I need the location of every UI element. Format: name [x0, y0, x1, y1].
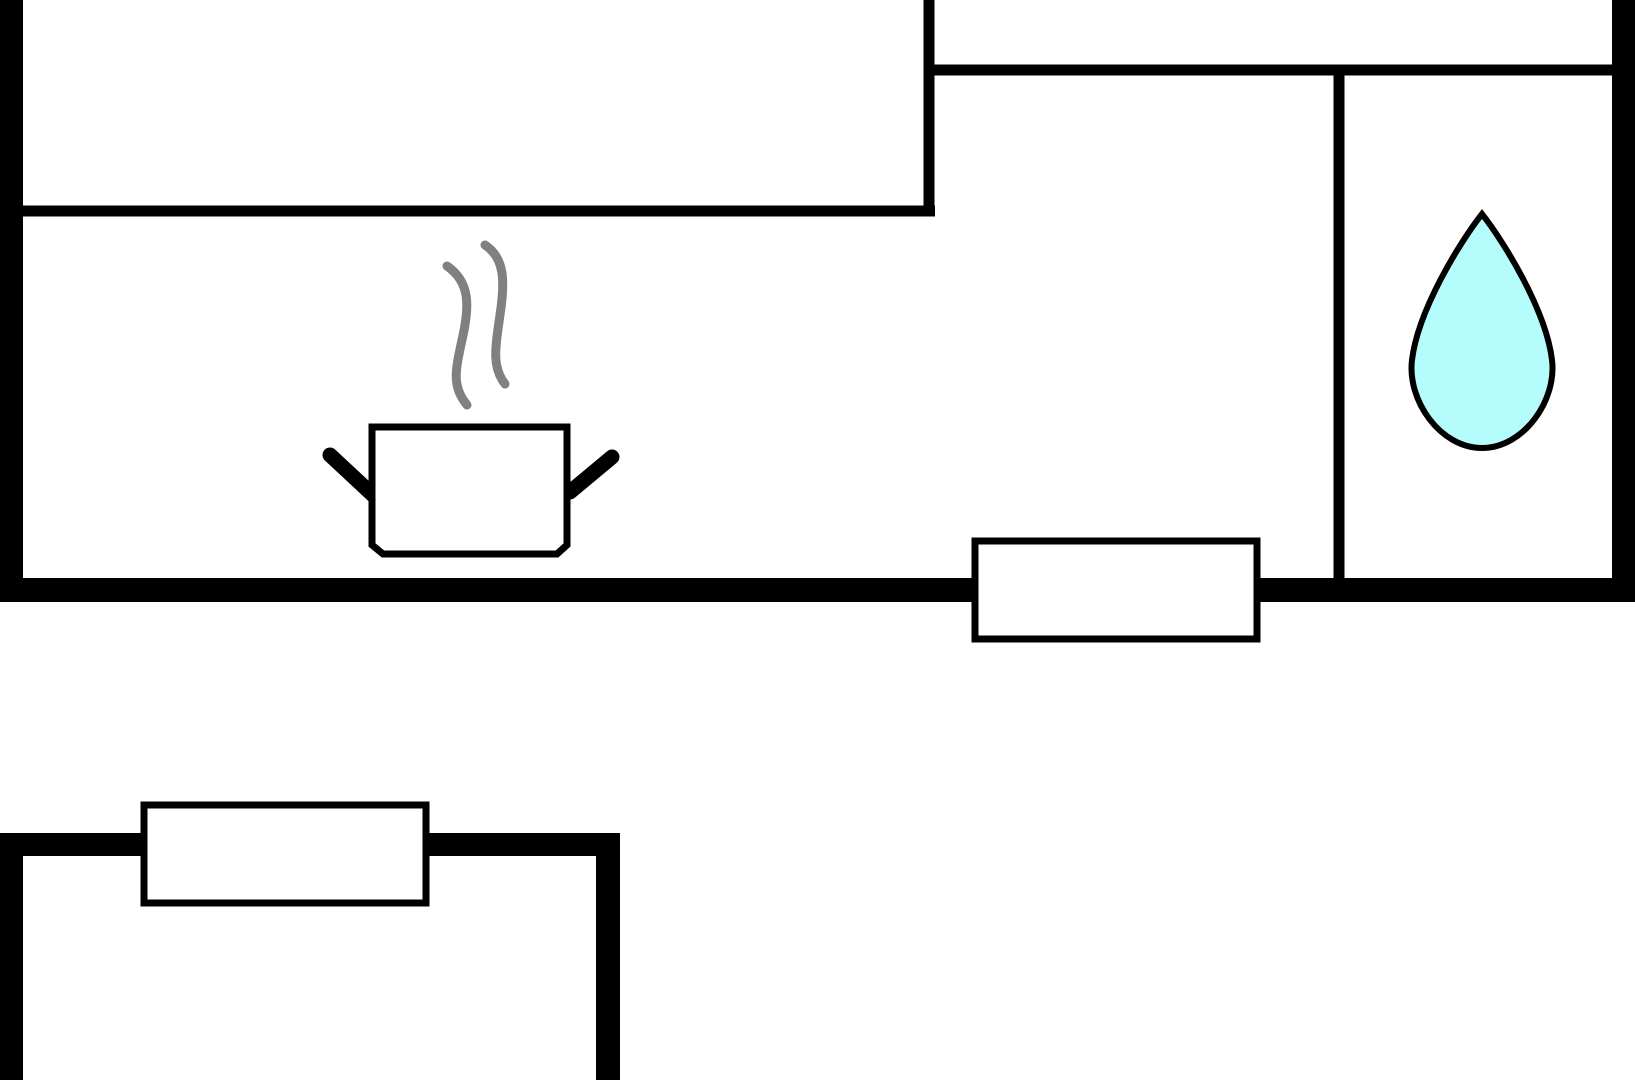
steam-line-right — [480, 240, 510, 389]
water-drop-icon — [1408, 209, 1556, 452]
lower-room-right-wall — [596, 833, 620, 1080]
lower-room-left-wall — [0, 833, 23, 1080]
interior-walls — [20, 0, 1615, 580]
steam-line-left — [442, 261, 472, 410]
pot-handle-left — [322, 447, 382, 504]
lower-room-door — [140, 801, 430, 907]
outer-wall-left — [0, 0, 23, 602]
cooking-pot-icon — [322, 240, 620, 558]
pot-handle-right — [562, 449, 620, 500]
kitchen-door — [971, 537, 1261, 643]
outer-wall-right — [1612, 0, 1635, 602]
water-drop-shape — [1408, 209, 1556, 452]
outer-wall-bottom — [0, 578, 1635, 602]
pot-body — [368, 423, 571, 558]
